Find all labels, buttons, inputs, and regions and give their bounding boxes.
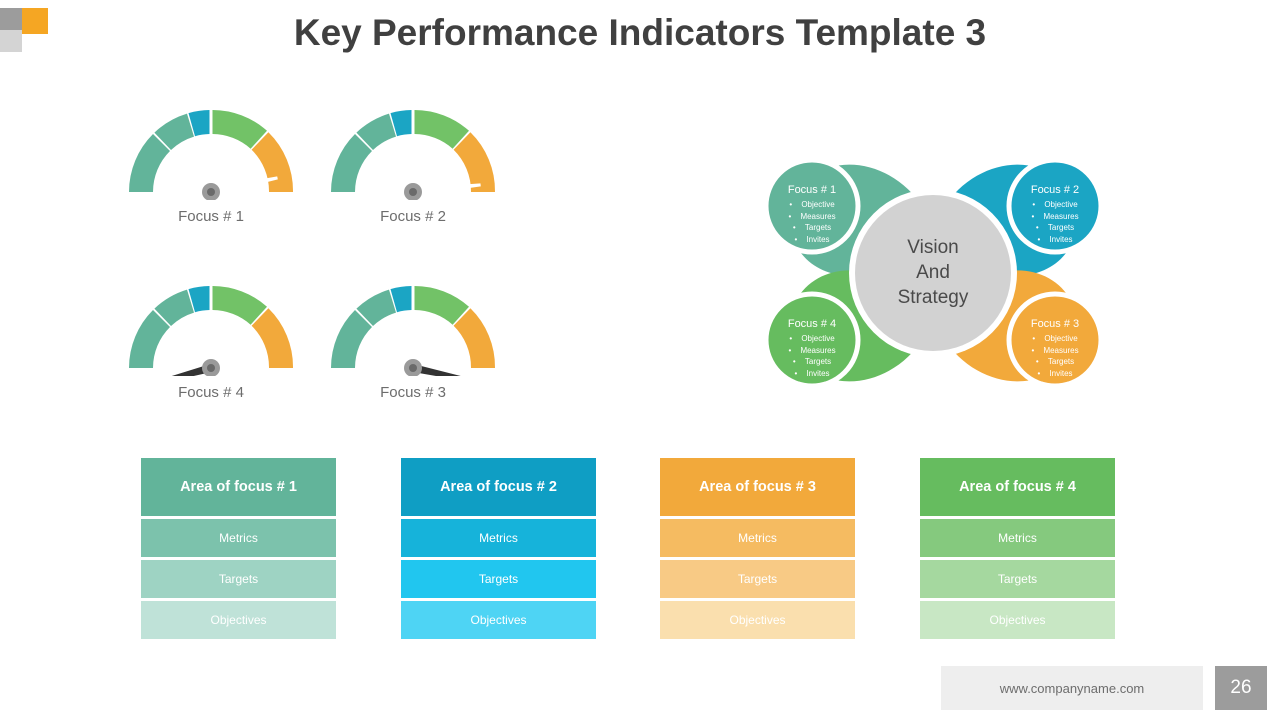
gauge-dial-icon xyxy=(129,286,294,376)
card-header: Area of focus # 1 xyxy=(141,458,336,516)
gauge-label: Focus # 1 xyxy=(178,208,244,225)
footer-url: www.companyname.com xyxy=(999,680,1145,696)
card-row-metrics[interactable]: Metrics xyxy=(660,519,855,557)
gauge-label: Focus # 3 xyxy=(380,384,446,401)
corner-square-gray-bottom xyxy=(0,30,22,52)
petal-circle-focus-2 xyxy=(1006,157,1104,255)
gauge-dial-icon xyxy=(331,286,496,376)
gauge-dial-icon xyxy=(129,110,294,200)
card-row-metrics[interactable]: Metrics xyxy=(401,519,596,557)
gauge-focus-3: Focus # 3 xyxy=(328,280,498,401)
card-row-objectives[interactable]: Objectives xyxy=(920,601,1115,639)
card-row-objectives[interactable]: Objectives xyxy=(401,601,596,639)
focus-card-3[interactable]: Area of focus # 3 Metrics Targets Object… xyxy=(660,458,855,639)
petal-circle-focus-4 xyxy=(763,291,861,389)
card-row-objectives[interactable]: Objectives xyxy=(660,601,855,639)
corner-square-gray-top xyxy=(0,8,22,30)
card-row-metrics[interactable]: Metrics xyxy=(920,519,1115,557)
corner-square-white xyxy=(22,34,48,52)
center-circle xyxy=(855,195,1011,351)
vision-diagram-graphic xyxy=(763,138,1104,408)
focus-card-2[interactable]: Area of focus # 2 Metrics Targets Object… xyxy=(401,458,596,639)
card-row-targets[interactable]: Targets xyxy=(660,560,855,598)
card-row-targets[interactable]: Targets xyxy=(141,560,336,598)
page-number: 26 xyxy=(1230,677,1252,698)
gauge-focus-4: Focus # 4 xyxy=(126,280,296,401)
gauge-focus-2: Focus # 2 xyxy=(328,104,498,225)
vision-line-1: Vision xyxy=(907,237,959,258)
card-row-objectives[interactable]: Objectives xyxy=(141,601,336,639)
corner-square-orange xyxy=(22,8,48,34)
page-title: Key Performance Indicators Template 3 xyxy=(293,12,987,53)
card-row-targets[interactable]: Targets xyxy=(920,560,1115,598)
vision-strategy-diagram: Vision And Strategy Focus # 1 •Objective… xyxy=(730,98,1130,448)
petal-circle-focus-3 xyxy=(1006,291,1104,389)
corner-logo-mark xyxy=(0,0,60,60)
vision-center-label: Vision And Strategy xyxy=(855,235,1011,310)
focus-card-4[interactable]: Area of focus # 4 Metrics Targets Object… xyxy=(920,458,1115,639)
card-row-targets[interactable]: Targets xyxy=(401,560,596,598)
focus-card-1[interactable]: Area of focus # 1 Metrics Targets Object… xyxy=(141,458,336,639)
card-header: Area of focus # 2 xyxy=(401,458,596,516)
petal-circle-focus-1 xyxy=(763,157,861,255)
gauge-focus-1: Focus # 1 xyxy=(126,104,296,225)
vision-line-3: Strategy xyxy=(897,287,969,308)
card-header: Area of focus # 4 xyxy=(920,458,1115,516)
page-number-box: 26 xyxy=(1215,666,1267,710)
gauge-dial-icon xyxy=(331,110,496,200)
footer-bar: www.companyname.com xyxy=(941,666,1203,710)
card-row-metrics[interactable]: Metrics xyxy=(141,519,336,557)
vision-line-2: And xyxy=(916,262,950,283)
card-header: Area of focus # 3 xyxy=(660,458,855,516)
gauge-label: Focus # 4 xyxy=(178,384,244,401)
gauge-label: Focus # 2 xyxy=(380,208,446,225)
